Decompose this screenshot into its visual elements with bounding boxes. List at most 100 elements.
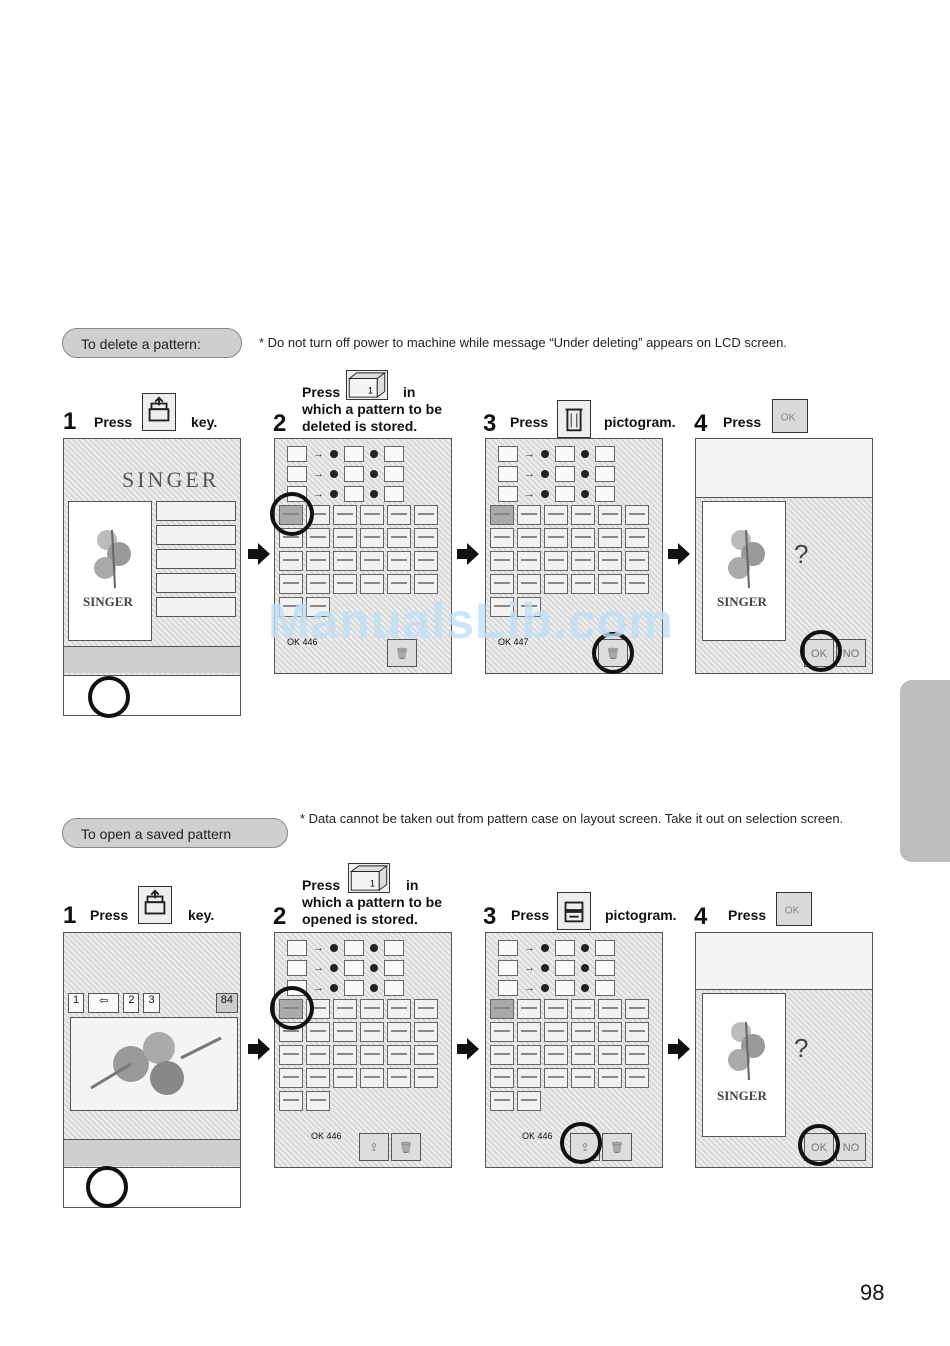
case[interactable]: [517, 574, 541, 594]
case[interactable]: [333, 1045, 357, 1065]
case[interactable]: [490, 528, 514, 548]
case[interactable]: [279, 1068, 303, 1088]
case[interactable]: [387, 574, 411, 594]
case[interactable]: [414, 574, 438, 594]
case[interactable]: [625, 574, 649, 594]
case[interactable]: [598, 1022, 622, 1042]
case[interactable]: [598, 551, 622, 571]
color-button[interactable]: [156, 597, 236, 617]
case[interactable]: [625, 528, 649, 548]
size-button[interactable]: [156, 501, 236, 521]
tab-3[interactable]: 3: [143, 993, 160, 1013]
text-button[interactable]: [156, 573, 236, 593]
case[interactable]: [414, 1022, 438, 1042]
case[interactable]: [571, 1068, 595, 1088]
case-1[interactable]: [490, 999, 514, 1019]
case[interactable]: [279, 1091, 303, 1111]
case[interactable]: [571, 1022, 595, 1042]
case[interactable]: [387, 528, 411, 548]
case[interactable]: [598, 1045, 622, 1065]
case[interactable]: [414, 1068, 438, 1088]
case[interactable]: [306, 528, 330, 548]
case[interactable]: [598, 574, 622, 594]
case[interactable]: [517, 528, 541, 548]
case[interactable]: [571, 1045, 595, 1065]
case[interactable]: [490, 1068, 514, 1088]
case[interactable]: [571, 574, 595, 594]
case[interactable]: [517, 505, 541, 525]
case[interactable]: [414, 999, 438, 1019]
tab-arrow[interactable]: ⇦: [88, 993, 120, 1013]
case[interactable]: [360, 505, 384, 525]
case-1[interactable]: [490, 505, 514, 525]
case[interactable]: [306, 1022, 330, 1042]
case[interactable]: [544, 551, 568, 571]
no-button[interactable]: NO: [836, 1133, 866, 1161]
case[interactable]: [333, 528, 357, 548]
case[interactable]: [387, 505, 411, 525]
case[interactable]: [360, 1045, 384, 1065]
tab-2[interactable]: 2: [123, 993, 140, 1013]
trash-button[interactable]: 🗑: [387, 639, 417, 667]
case[interactable]: [306, 574, 330, 594]
case[interactable]: [387, 999, 411, 1019]
move-zoom-rotate-button[interactable]: [156, 525, 236, 545]
case[interactable]: [333, 1068, 357, 1088]
case[interactable]: [517, 1045, 541, 1065]
case[interactable]: [306, 551, 330, 571]
case[interactable]: [360, 574, 384, 594]
case[interactable]: [490, 551, 514, 571]
case[interactable]: [306, 1091, 330, 1111]
case[interactable]: [490, 574, 514, 594]
case[interactable]: [360, 999, 384, 1019]
case[interactable]: [333, 574, 357, 594]
case[interactable]: [414, 551, 438, 571]
case[interactable]: [517, 999, 541, 1019]
case[interactable]: [387, 551, 411, 571]
case[interactable]: [333, 999, 357, 1019]
case[interactable]: [333, 505, 357, 525]
trash-button[interactable]: 🗑: [602, 1133, 632, 1161]
case[interactable]: [306, 597, 330, 617]
case[interactable]: [414, 505, 438, 525]
case[interactable]: [544, 1068, 568, 1088]
case[interactable]: [544, 574, 568, 594]
case[interactable]: [360, 551, 384, 571]
case[interactable]: [625, 505, 649, 525]
case[interactable]: [544, 1045, 568, 1065]
case[interactable]: [598, 528, 622, 548]
case[interactable]: [517, 597, 541, 617]
case[interactable]: [490, 1091, 514, 1111]
case[interactable]: [625, 999, 649, 1019]
case[interactable]: [517, 1068, 541, 1088]
case[interactable]: [279, 551, 303, 571]
case[interactable]: [279, 1045, 303, 1065]
case[interactable]: [360, 1022, 384, 1042]
case[interactable]: [517, 1091, 541, 1111]
open-button[interactable]: ⇪: [359, 1133, 389, 1161]
case[interactable]: [598, 505, 622, 525]
case[interactable]: [333, 551, 357, 571]
case[interactable]: [490, 1045, 514, 1065]
case[interactable]: [598, 999, 622, 1019]
case[interactable]: [625, 1022, 649, 1042]
mirror-button[interactable]: [156, 549, 236, 569]
case[interactable]: [517, 551, 541, 571]
case[interactable]: [387, 1022, 411, 1042]
case[interactable]: [571, 528, 595, 548]
case[interactable]: [279, 597, 303, 617]
case[interactable]: [544, 1022, 568, 1042]
case[interactable]: [387, 1068, 411, 1088]
case[interactable]: [544, 505, 568, 525]
case[interactable]: [544, 528, 568, 548]
case[interactable]: [544, 999, 568, 1019]
case[interactable]: [306, 1045, 330, 1065]
trash-button[interactable]: 🗑: [391, 1133, 421, 1161]
case[interactable]: [571, 551, 595, 571]
case[interactable]: [625, 551, 649, 571]
case[interactable]: [306, 1068, 330, 1088]
tab-1[interactable]: 1: [68, 993, 85, 1013]
case[interactable]: [517, 1022, 541, 1042]
case[interactable]: [490, 1022, 514, 1042]
case[interactable]: [414, 528, 438, 548]
